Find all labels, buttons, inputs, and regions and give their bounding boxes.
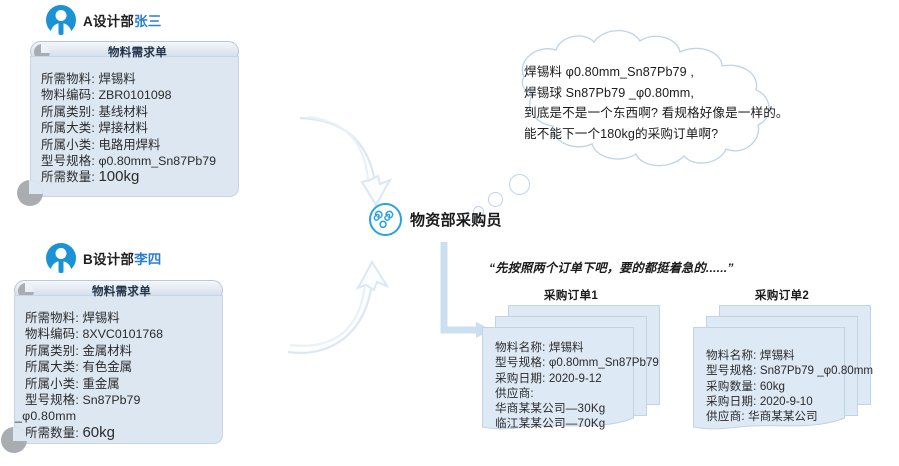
po1-title: 采购订单1 <box>543 289 599 302</box>
person-b-name: 李四 <box>134 252 162 267</box>
person-b-dept: B设计部 <box>83 252 135 267</box>
card-b-title: 物料需求单 <box>92 285 151 298</box>
field-row: 所属小类: 电路用焊料 <box>41 137 161 152</box>
person-b: B设计部李四 <box>46 243 161 273</box>
field-row: 所需物料: 焊锡料 <box>25 311 120 325</box>
cloud-trail-bubble-2 <box>488 192 503 207</box>
po2-fields: 物料名称: 焊锡料 型号规格: Sn87Pb79 _φ0.80mm 采购数量: … <box>693 327 874 431</box>
field-row: 所属小类: 重金属 <box>25 376 120 391</box>
field-row: 型号规格: Sn87Pb79 <box>25 393 141 408</box>
field-row: 型号规格: φ0.80mm_Sn87Pb79 <box>495 356 659 370</box>
buyer-block: 物资部采购员 <box>369 203 502 236</box>
arrow-b-to-buyer <box>287 260 390 354</box>
field-row-cont: _φ0.80mm <box>15 409 77 424</box>
po1-stack: 物料名称: 焊锡料 型号规格: φ0.80mm_Sn87Pb79 采购日期: 2… <box>482 305 660 433</box>
field-row: 采购日期: 2020-9-10 <box>706 394 813 408</box>
card-b-body: 所需物料: 焊锡料 物料编码: 8XVC0101768 所属类别: 金属材料 所… <box>1 295 223 453</box>
field-row: 物料名称: 焊锡料 <box>706 349 795 362</box>
person-a: A设计部张三 <box>46 5 161 35</box>
dizzy-face-icon <box>369 203 402 236</box>
field-row: 所属类别: 金属材料 <box>25 343 133 358</box>
po-sheet-front <box>482 327 634 430</box>
field-row: 所需数量: 60kg <box>25 423 115 441</box>
thought-cloud-text: 焊锡料 φ0.80mm_Sn87Pb79 , 焊锡球 Sn87Pb79 _φ0.… <box>524 62 789 144</box>
arrow-a-to-buyer <box>299 115 393 207</box>
person-b-label: B设计部李四 <box>83 248 161 268</box>
field-row: 所需数量: 100kg <box>41 168 140 186</box>
field-row: 物料编码: 8XVC0101768 <box>25 327 164 342</box>
cloud-line: 能不能下一个180kg的采购订单啊? <box>524 126 719 141</box>
cloud-line: 焊锡球 Sn87Pb79 _φ0.80mm, <box>524 85 694 100</box>
card-a-title: 物料需求单 <box>108 46 167 59</box>
field-row: 所需物料: 焊锡料 <box>41 72 136 86</box>
field-row: 供应商: 华商某某公司 <box>706 410 818 424</box>
buyer-name: 物资部采购员 <box>410 212 502 229</box>
field-row: 采购日期: 2020-9-12 <box>495 371 602 385</box>
field-row: 物料编码: ZBR0101098 <box>41 88 172 103</box>
person-a-label: A设计部张三 <box>83 10 161 30</box>
field-row: 所属大类: 焊接材料 <box>41 121 149 136</box>
cloud-trail-bubble-1 <box>509 174 530 195</box>
card-a-body: 所需物料: 焊锡料 物料编码: ZBR0101098 所属类别: 基线材料 所属… <box>17 56 239 206</box>
cloud-trail-bubble-3 <box>473 206 484 217</box>
user-avatar-icon <box>46 243 76 273</box>
field-row: 临江某某公司—70Kg <box>495 417 606 431</box>
user-avatar-icon <box>46 5 76 35</box>
field-row: 所属大类: 有色金属 <box>25 360 133 375</box>
field-row: 型号规格: φ0.80mm_Sn87Pb79 <box>41 154 217 169</box>
person-a-dept: A设计部 <box>83 14 135 29</box>
field-row: 采购数量: 60kg <box>706 379 785 393</box>
cloud-line: 到底是不是一个东西啊? 看规格好像是一样的。 <box>524 106 789 120</box>
field-row: 物料名称: 焊锡料 <box>495 341 584 354</box>
material-request-card-b[interactable]: 物料需求单 所需物料: 焊锡料 物料编码: 8XVC0101768 所属类别: … <box>1 280 223 453</box>
field-row: 供应商: <box>495 386 534 400</box>
po-sheet-front <box>693 327 845 430</box>
field-row: 所属类别: 基线材料 <box>41 104 149 119</box>
material-request-card-a[interactable]: 物料需求单 所需物料: 焊锡料 物料编码: ZBR0101098 所属类别: 基… <box>17 41 239 206</box>
card-a-tail <box>17 180 43 206</box>
po2-stack: 物料名称: 焊锡料 型号规格: Sn87Pb79 _φ0.80mm 采购数量: … <box>693 305 874 433</box>
person-a-name: 张三 <box>134 14 162 29</box>
cloud-line: 焊锡料 φ0.80mm_Sn87Pb79 , <box>524 65 694 79</box>
po1-fields: 物料名称: 焊锡料 型号规格: φ0.80mm_Sn87Pb79 采购日期: 2… <box>482 327 659 431</box>
buyer-quote: “先按照两个订单下吧，要的都挺着急的......” <box>489 261 734 275</box>
field-row: 型号规格: Sn87Pb79 _φ0.80mm <box>706 364 874 378</box>
field-row: 华商某某公司—30Kg <box>495 402 606 416</box>
purchase-order-1[interactable]: 采购订单1 物料名称: 焊锡料 型号规格: φ0.80mm_Sn87Pb79 采… <box>482 287 660 437</box>
po2-title: 采购订单2 <box>754 289 810 302</box>
card-b-tail <box>1 427 27 453</box>
purchase-order-2[interactable]: 采购订单2 物料名称: 焊锡料 型号规格: Sn87Pb79 _φ0.80mm … <box>693 287 874 437</box>
